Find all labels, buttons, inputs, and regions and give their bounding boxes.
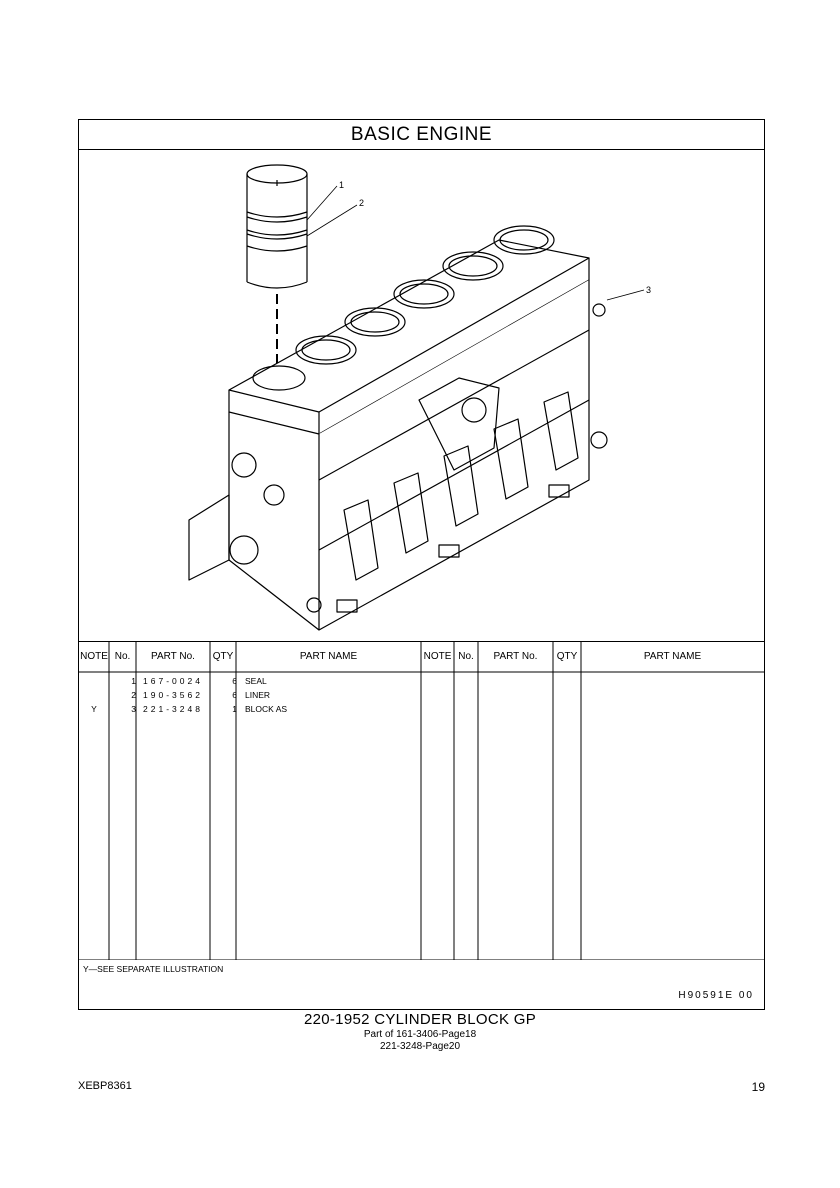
row-part-number: 190-3562: [143, 690, 203, 700]
col-no-2: No.: [458, 651, 474, 662]
col-note: NOTE: [80, 651, 108, 662]
table-row: Y 3 221-3248 1 BLOCK AS: [79, 702, 421, 716]
col-part-no-2: PART No.: [493, 651, 538, 662]
page-number: 19: [751, 1080, 765, 1094]
col-qty: QTY: [212, 651, 234, 662]
col-no: No.: [114, 651, 131, 662]
row-part-number: 221-3248: [143, 704, 203, 714]
row-number: 3: [131, 704, 136, 714]
col-note-2: NOTE: [423, 651, 452, 662]
table-row: 1 167-0024 6 SEAL: [79, 674, 421, 688]
row-part-number: 167-0024: [143, 676, 203, 686]
col-part-no: PART No.: [151, 651, 195, 662]
table-footnote: Y—SEE SEPARATE ILLUSTRATION: [83, 964, 224, 974]
row-part-name: BLOCK AS: [245, 704, 288, 714]
callout-1: 1: [339, 180, 344, 190]
col-part-name: PART NAME: [299, 651, 358, 662]
caption-page-reference: 221-3248-Page20: [379, 1041, 461, 1052]
row-qty: 6: [232, 676, 237, 686]
table-row: 2 190-3562 6 LINER: [79, 688, 421, 702]
row-note: Y: [91, 704, 97, 714]
col-part-name-2: PART NAME: [643, 651, 702, 662]
row-part-name: LINER: [245, 690, 271, 700]
row-qty: 6: [232, 690, 237, 700]
parts-table: NOTE No. PART No. QTY PART NAME NOTE No.…: [79, 641, 764, 960]
caption-title: 220-1952 CYLINDER BLOCK GP: [303, 1011, 537, 1028]
parts-page-frame: BASIC ENGINE: [78, 119, 765, 1010]
page-caption: 220-1952 CYLINDER BLOCK GP Part of 161-3…: [0, 1011, 840, 1053]
row-qty: 1: [232, 704, 237, 714]
cylinder-block-illustration: 1 2 3: [79, 150, 764, 760]
table-grid: [79, 642, 764, 960]
section-title: BASIC ENGINE: [79, 120, 764, 150]
document-id: XEBP8361: [78, 1080, 132, 1092]
illustration-code: H90591E 00: [678, 990, 754, 1001]
col-qty-2: QTY: [556, 651, 578, 662]
engine-block-drawing: 1 2 3: [188, 164, 651, 631]
row-part-name: SEAL: [245, 676, 267, 686]
row-number: 2: [131, 690, 136, 700]
callout-3: 3: [646, 285, 651, 295]
callout-2: 2: [359, 198, 364, 208]
caption-parent-reference: Part of 161-3406-Page18: [363, 1029, 477, 1040]
row-number: 1: [131, 676, 136, 686]
